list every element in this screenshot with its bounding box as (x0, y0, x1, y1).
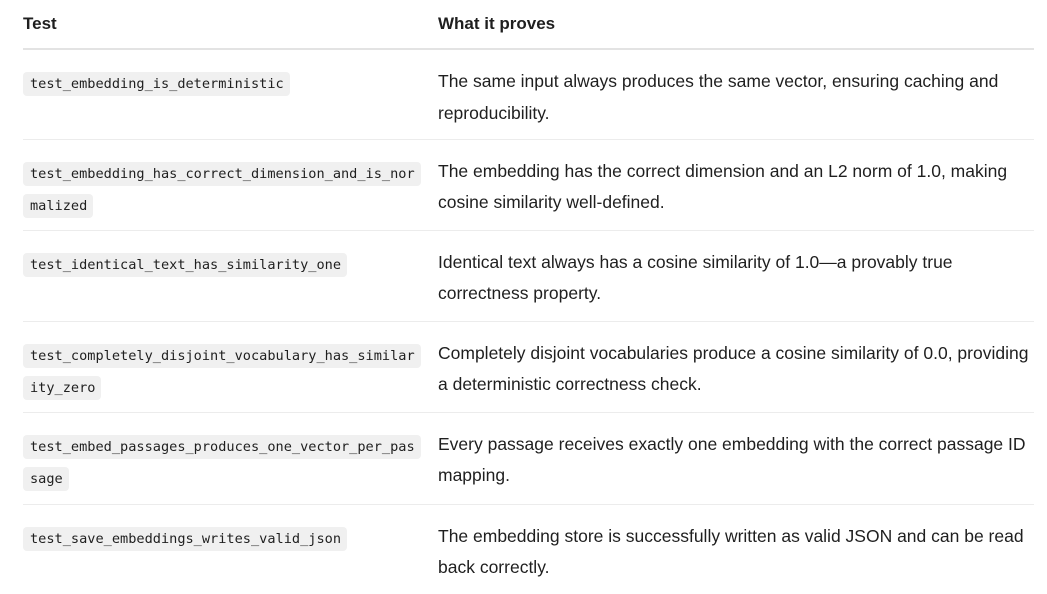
header-test: Test (23, 0, 438, 50)
table-row: test_completely_disjoint_vocabulary_has_… (23, 321, 1034, 413)
test-name-cell: test_embedding_is_deterministic (23, 49, 438, 140)
test-description: The same input always produces the same … (438, 49, 1034, 140)
test-description: The embedding has the correct dimension … (438, 139, 1034, 231)
table-body: test_embedding_is_deterministic The same… (23, 49, 1034, 594)
table-row: test_save_embeddings_writes_valid_json T… (23, 504, 1034, 594)
test-description: Every passage receives exactly one embed… (438, 412, 1034, 505)
test-name-cell: test_embedding_has_correct_dimension_and… (23, 139, 438, 231)
table-row: test_embedding_has_correct_dimension_and… (23, 139, 1034, 231)
test-name-code: test_embedding_is_deterministic (23, 72, 290, 96)
test-name-code: test_identical_text_has_similarity_one (23, 252, 347, 277)
header-what-it-proves: What it proves (438, 0, 1034, 50)
test-name-cell: test_embed_passages_produces_one_vector_… (23, 412, 438, 505)
test-name-code: test_embed_passages_produces_one_vector_… (23, 434, 421, 491)
table-row: test_embedding_is_deterministic The same… (23, 49, 1034, 140)
table-header: Test What it proves (23, 0, 1034, 50)
table-row: test_identical_text_has_similarity_one I… (23, 230, 1034, 322)
test-name-cell: test_identical_text_has_similarity_one (23, 230, 438, 322)
tests-table: Test What it proves test_embedding_is_de… (23, 0, 1034, 594)
test-name-code: test_completely_disjoint_vocabulary_has_… (23, 343, 421, 400)
table-row: test_embed_passages_produces_one_vector_… (23, 412, 1034, 505)
test-description: Identical text always has a cosine simil… (438, 230, 1034, 322)
header-row: Test What it proves (23, 0, 1034, 50)
test-name-code: test_save_embeddings_writes_valid_json (23, 526, 347, 551)
test-description: The embedding store is successfully writ… (438, 525, 1024, 578)
test-name-cell: test_completely_disjoint_vocabulary_has_… (23, 321, 438, 413)
test-name-code: test_embedding_has_correct_dimension_and… (23, 161, 421, 218)
test-name-cell: test_save_embeddings_writes_valid_json (23, 504, 438, 594)
test-description: Completely disjoint vocabularies produce… (438, 321, 1034, 413)
